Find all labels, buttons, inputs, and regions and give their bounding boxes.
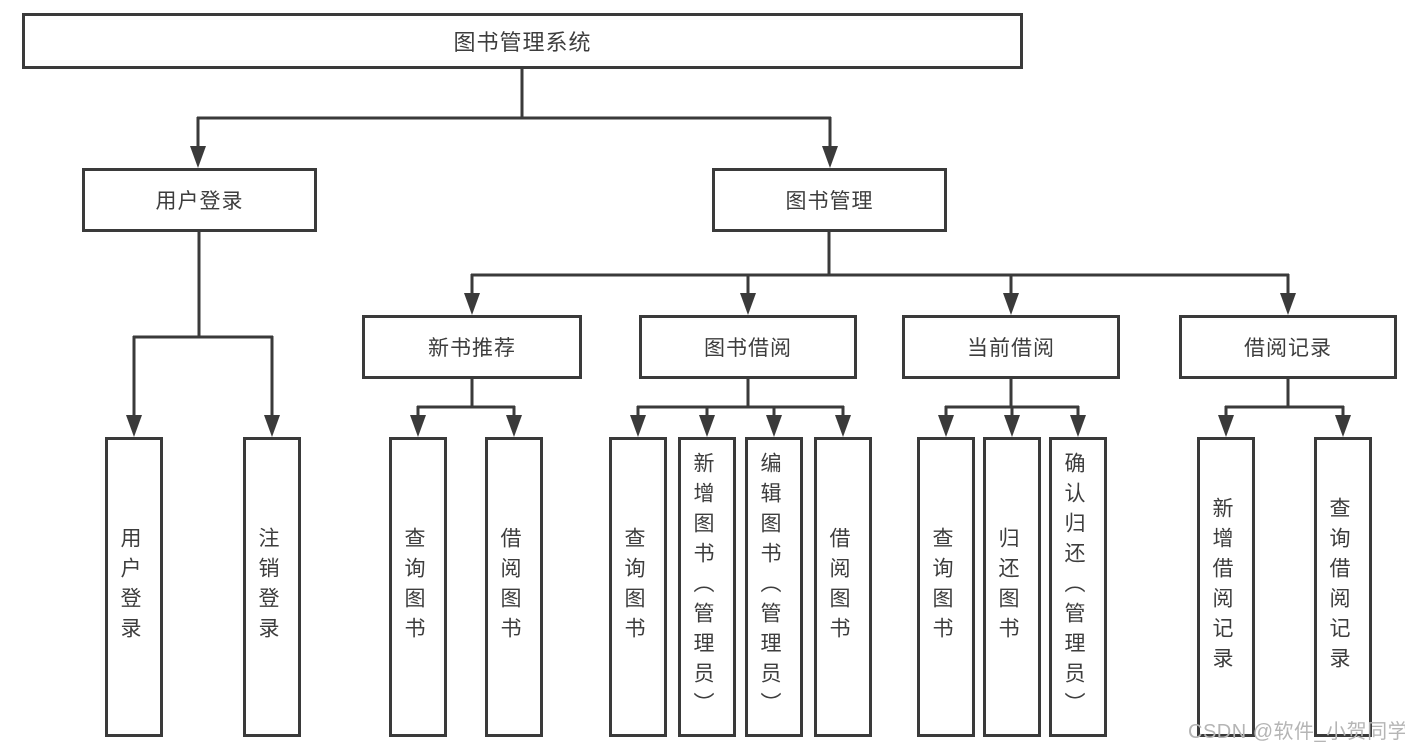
leaf-add-books-admin: 新增图书（管理员） <box>678 437 736 737</box>
node-label: 查询图书 <box>622 527 645 647</box>
node-label: 查询图书 <box>402 527 425 647</box>
node-label: 借阅图书 <box>498 527 521 647</box>
leaf-user-login: 用户登录 <box>105 437 163 737</box>
leaf-return-books: 归还图书 <box>983 437 1041 737</box>
node-borrowing-records: 借阅记录 <box>1179 315 1397 379</box>
node-current-borrowing: 当前借阅 <box>902 315 1120 379</box>
leaf-borrow-books-recommend: 借阅图书 <box>485 437 543 737</box>
leaf-query-books-current: 查询图书 <box>917 437 975 737</box>
node-label: 借阅图书 <box>827 527 850 647</box>
leaf-query-books-borrowing: 查询图书 <box>609 437 667 737</box>
node-book-borrowing: 图书借阅 <box>639 315 857 379</box>
node-label: 图书管理系统 <box>453 30 592 55</box>
leaf-borrow-books-borrowing: 借阅图书 <box>814 437 872 737</box>
node-label: 查询图书 <box>930 527 953 647</box>
watermark-text: CSDN @软件_小贺同学 <box>1188 721 1405 743</box>
node-label: 当前借阅 <box>967 337 1055 360</box>
leaf-logout: 注销登录 <box>243 437 301 737</box>
node-label: 借阅记录 <box>1244 337 1332 360</box>
node-label: 图书管理 <box>785 190 874 213</box>
leaf-confirm-return-admin: 确认归还（管理员） <box>1049 437 1107 737</box>
node-label: 新书推荐 <box>428 337 516 360</box>
node-library-management-system: 图书管理系统 <box>22 13 1023 69</box>
leaf-add-borrow-record: 新增借阅记录 <box>1197 437 1255 737</box>
node-book-management: 图书管理 <box>712 168 947 232</box>
node-label: 确认归还（管理员） <box>1062 452 1085 722</box>
node-user-login: 用户登录 <box>82 168 317 232</box>
node-label: 用户登录 <box>155 190 244 213</box>
node-label: 编辑图书（管理员） <box>758 452 781 722</box>
leaf-query-books-recommend: 查询图书 <box>389 437 447 737</box>
leaf-query-borrow-record: 查询借阅记录 <box>1314 437 1372 737</box>
node-label: 新增图书（管理员） <box>691 452 714 722</box>
leaf-edit-books-admin: 编辑图书（管理员） <box>745 437 803 737</box>
node-label: 注销登录 <box>256 527 279 647</box>
node-label: 归还图书 <box>996 527 1019 647</box>
node-label: 图书借阅 <box>704 337 792 360</box>
node-label: 用户登录 <box>118 527 141 647</box>
node-new-book-recommendation: 新书推荐 <box>362 315 582 379</box>
node-label: 新增借阅记录 <box>1210 497 1233 677</box>
node-label: 查询借阅记录 <box>1327 497 1350 677</box>
